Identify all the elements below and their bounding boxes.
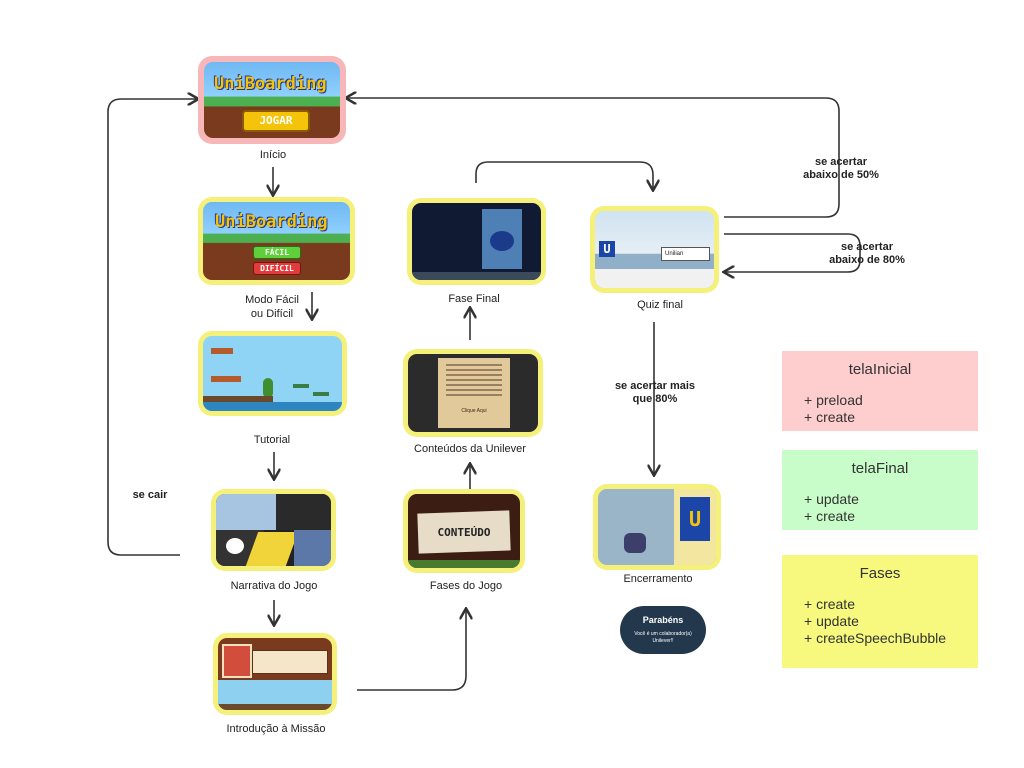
class-methods: + preload + create — [804, 392, 863, 425]
class-methods: + create + update + createSpeechBubble — [804, 596, 947, 646]
class-card-telafinal: telaFinal + update + create — [782, 450, 978, 530]
parabens-message: Parabéns Você é um colaborador(a) Unilev… — [620, 606, 706, 654]
class-name: telaInicial — [848, 361, 912, 378]
node-modo: UniBoarding FÁCIL DIFÍCIL — [198, 197, 355, 285]
encerramento-screenshot: U — [598, 489, 716, 565]
node-inicio: UniBoarding JOGAR — [198, 56, 346, 144]
arrow-introducao-fases — [357, 610, 466, 691]
edge-label-above-80: se acertar mais que 80% — [614, 380, 696, 405]
label-narrativa: Narrativa do Jogo — [230, 580, 318, 592]
modo-logo: UniBoarding — [215, 212, 328, 232]
class-card-fases: Fases + create + update + createSpeechBu… — [782, 555, 978, 668]
arrow-fasefinal-quiz — [475, 161, 653, 189]
introducao-screenshot — [218, 638, 332, 710]
node-fases: CONTEÚDO — [403, 489, 525, 573]
label-tutorial: Tutorial — [253, 434, 291, 446]
label-modo: Modo Fácil ou Difícil — [245, 294, 299, 320]
edge-label-below-50: se acertar abaixo de 50% — [803, 156, 879, 181]
modo-screenshot: UniBoarding FÁCIL DIFÍCIL — [203, 202, 350, 280]
tutorial-screenshot — [203, 336, 342, 411]
label-quiz: Quiz final — [637, 299, 683, 311]
class-name: Fases — [859, 565, 901, 582]
fases-card-text: CONTEÚDO — [437, 526, 491, 539]
quiz-screenshot: U Unilian — [595, 211, 714, 288]
node-conteudos: Clique Aqui — [403, 349, 543, 437]
conteudos-screenshot: Clique Aqui — [408, 354, 538, 432]
label-fase-final: Fase Final — [448, 293, 500, 305]
fase-final-screenshot — [412, 203, 541, 280]
edge-label-below-80: se acertar abaixo de 80% — [829, 241, 905, 266]
class-name: telaFinal — [851, 460, 909, 477]
label-introducao: Introdução à Missão — [226, 723, 326, 735]
label-fases: Fases do Jogo — [429, 580, 503, 592]
fases-screenshot: CONTEÚDO — [408, 494, 520, 568]
narrativa-screenshot — [216, 494, 331, 566]
inicio-logo: UniBoarding — [214, 74, 327, 94]
label-inicio: Início — [259, 149, 287, 161]
clique-aqui-text[interactable]: Clique Aqui — [461, 408, 487, 414]
node-encerramento: U — [593, 484, 721, 570]
class-methods: + update + create — [804, 491, 859, 524]
parabens-text: Você é um colaborador(a) Unilever!! — [634, 631, 692, 644]
node-narrativa — [211, 489, 336, 571]
quiz-answer-box[interactable]: Unilian — [661, 247, 710, 261]
parabens-title: Parabéns — [642, 615, 684, 625]
node-introducao — [213, 633, 337, 715]
edge-label-se-cair: se cair — [132, 489, 168, 501]
node-tutorial — [198, 331, 347, 416]
node-fase-final — [407, 198, 546, 285]
label-conteudos: Conteúdos da Unilever — [414, 443, 526, 455]
arrow-quiz-inicio — [347, 98, 840, 218]
inicio-screenshot: UniBoarding JOGAR — [204, 62, 340, 138]
jogar-button[interactable]: JOGAR — [242, 110, 310, 132]
dificil-button[interactable]: DIFÍCIL — [253, 262, 301, 275]
facil-button[interactable]: FÁCIL — [253, 246, 301, 259]
node-quiz: U Unilian — [590, 206, 719, 293]
arrow-quiz-self — [724, 233, 861, 272]
arrow-narrativa-inicio — [107, 99, 197, 556]
class-card-telainicial: telaInicial + preload + create — [782, 351, 978, 431]
label-encerramento: Encerramento — [623, 573, 693, 585]
